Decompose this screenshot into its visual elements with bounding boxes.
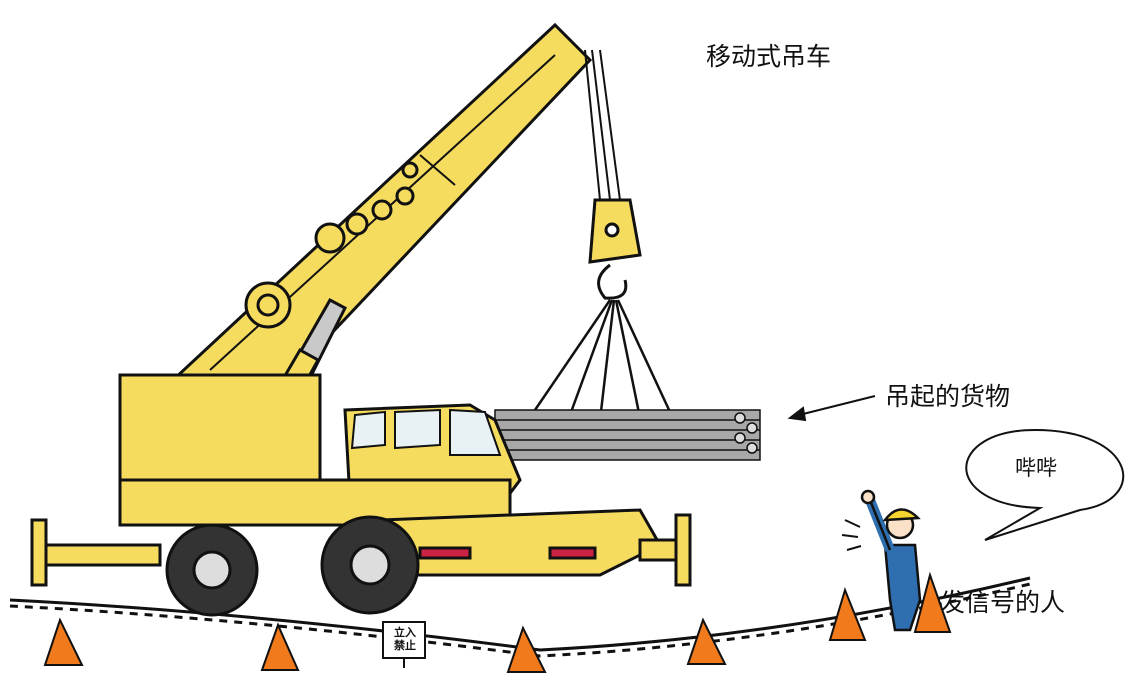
- barrier-rope: [9, 576, 1031, 658]
- hook-block: [588, 198, 642, 300]
- whistle-marks: [841, 519, 862, 551]
- hoist-cable: [584, 49, 621, 201]
- wheels: [165, 515, 420, 617]
- signal-worker: [860, 489, 922, 632]
- crane-boom: [126, 22, 593, 432]
- sign-line-1: 立入: [394, 626, 416, 639]
- load-arrow: [787, 395, 876, 422]
- sign-text: 立入 禁止: [386, 626, 424, 652]
- pipe-bundle: [494, 409, 761, 461]
- load-label: 吊起的货物: [885, 382, 1011, 411]
- traffic-cones: [43, 571, 952, 673]
- no-entry-sign: [382, 621, 426, 668]
- crane-label: 移动式吊车: [706, 42, 832, 71]
- speech-bubble-text: 哔哔: [1015, 456, 1057, 480]
- sign-line-2: 禁止: [394, 639, 416, 652]
- signal-person-label: 发信号的人: [940, 588, 1066, 617]
- cab-windows: [350, 408, 502, 456]
- crane-carrier: [30, 373, 692, 587]
- speech-bubble: [965, 428, 1125, 541]
- slings: [533, 299, 672, 421]
